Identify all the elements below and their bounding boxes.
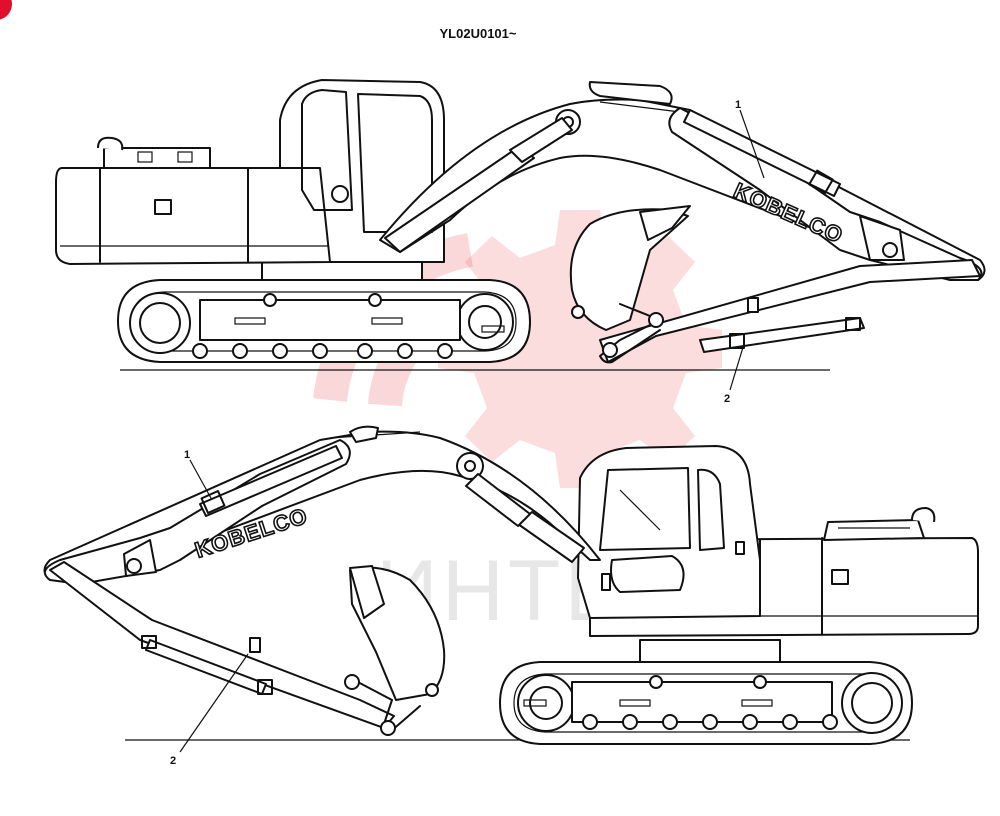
watermark-gear-icon (438, 210, 722, 488)
turntable (261, 261, 423, 281)
track-assembly (117, 279, 531, 363)
callout-leader-1-upper (739, 109, 765, 179)
boom-cylinder (384, 117, 573, 253)
bucket (569, 205, 691, 364)
bucket (344, 565, 446, 736)
callout-1-lower: 1 (184, 449, 190, 461)
arm: KOBELCO (43, 439, 351, 585)
arm: KOBELCO (668, 107, 983, 281)
callout-2-upper: 2 (724, 393, 730, 405)
upper-structure (55, 136, 331, 265)
callout-leader-2-lower (179, 653, 249, 753)
callout-leader-2-upper (729, 343, 745, 391)
boom-cylinder (465, 473, 585, 563)
turntable (639, 639, 781, 663)
callout-2-lower: 2 (170, 755, 176, 767)
callout-1-upper: 1 (735, 99, 741, 111)
track-assembly (499, 661, 913, 745)
excavator-lower-view: KOBELCO 1 2 (43, 425, 979, 767)
model-code-header: YL02U0101~ (440, 26, 517, 41)
corner-badge-icon (0, 0, 12, 20)
lower-linkage (599, 259, 981, 363)
callout-leader-1-lower (189, 459, 213, 501)
operator-cab (577, 445, 761, 619)
lower-linkage (49, 561, 395, 729)
